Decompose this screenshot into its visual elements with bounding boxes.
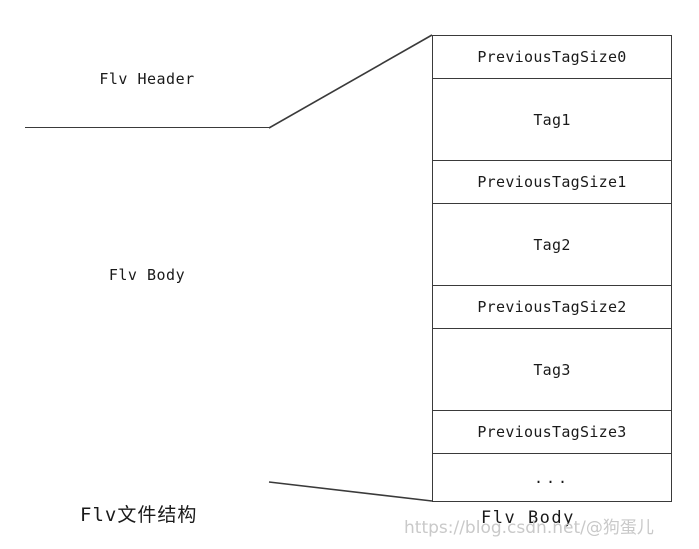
table-row: PreviousTagSize0	[433, 36, 671, 79]
table-row: Tag1	[433, 79, 671, 161]
table-row: PreviousTagSize2	[433, 286, 671, 329]
table-row-label: Tag2	[533, 235, 571, 254]
table-row: ...	[433, 454, 671, 501]
table-row-label: ...	[533, 468, 571, 487]
flv-body-tag-table: PreviousTagSize0 Tag1 PreviousTagSize1 T…	[432, 35, 672, 502]
flv-file-structure-caption: Flv文件结构	[80, 504, 198, 526]
table-row: PreviousTagSize1	[433, 161, 671, 204]
flv-header-cell: Flv Header	[25, 31, 269, 128]
table-row-label: Tag3	[533, 360, 571, 379]
table-row-label: PreviousTagSize3	[477, 423, 627, 441]
table-row: Tag2	[433, 204, 671, 286]
table-row-label: PreviousTagSize1	[477, 173, 627, 191]
table-row-label: Tag1	[533, 110, 571, 129]
table-row: PreviousTagSize3	[433, 411, 671, 454]
table-row-label: PreviousTagSize2	[477, 298, 627, 316]
flv-body-cell: Flv Body	[25, 128, 269, 482]
flv-header-label: Flv Header	[99, 70, 195, 88]
bottom-connector-line	[268, 481, 433, 502]
flv-body-table-caption: Flv Body	[481, 508, 575, 528]
table-row: Tag3	[433, 329, 671, 411]
table-row-label: PreviousTagSize0	[477, 48, 627, 66]
top-connector-line	[268, 34, 433, 129]
flv-body-label: Flv Body	[108, 266, 186, 284]
